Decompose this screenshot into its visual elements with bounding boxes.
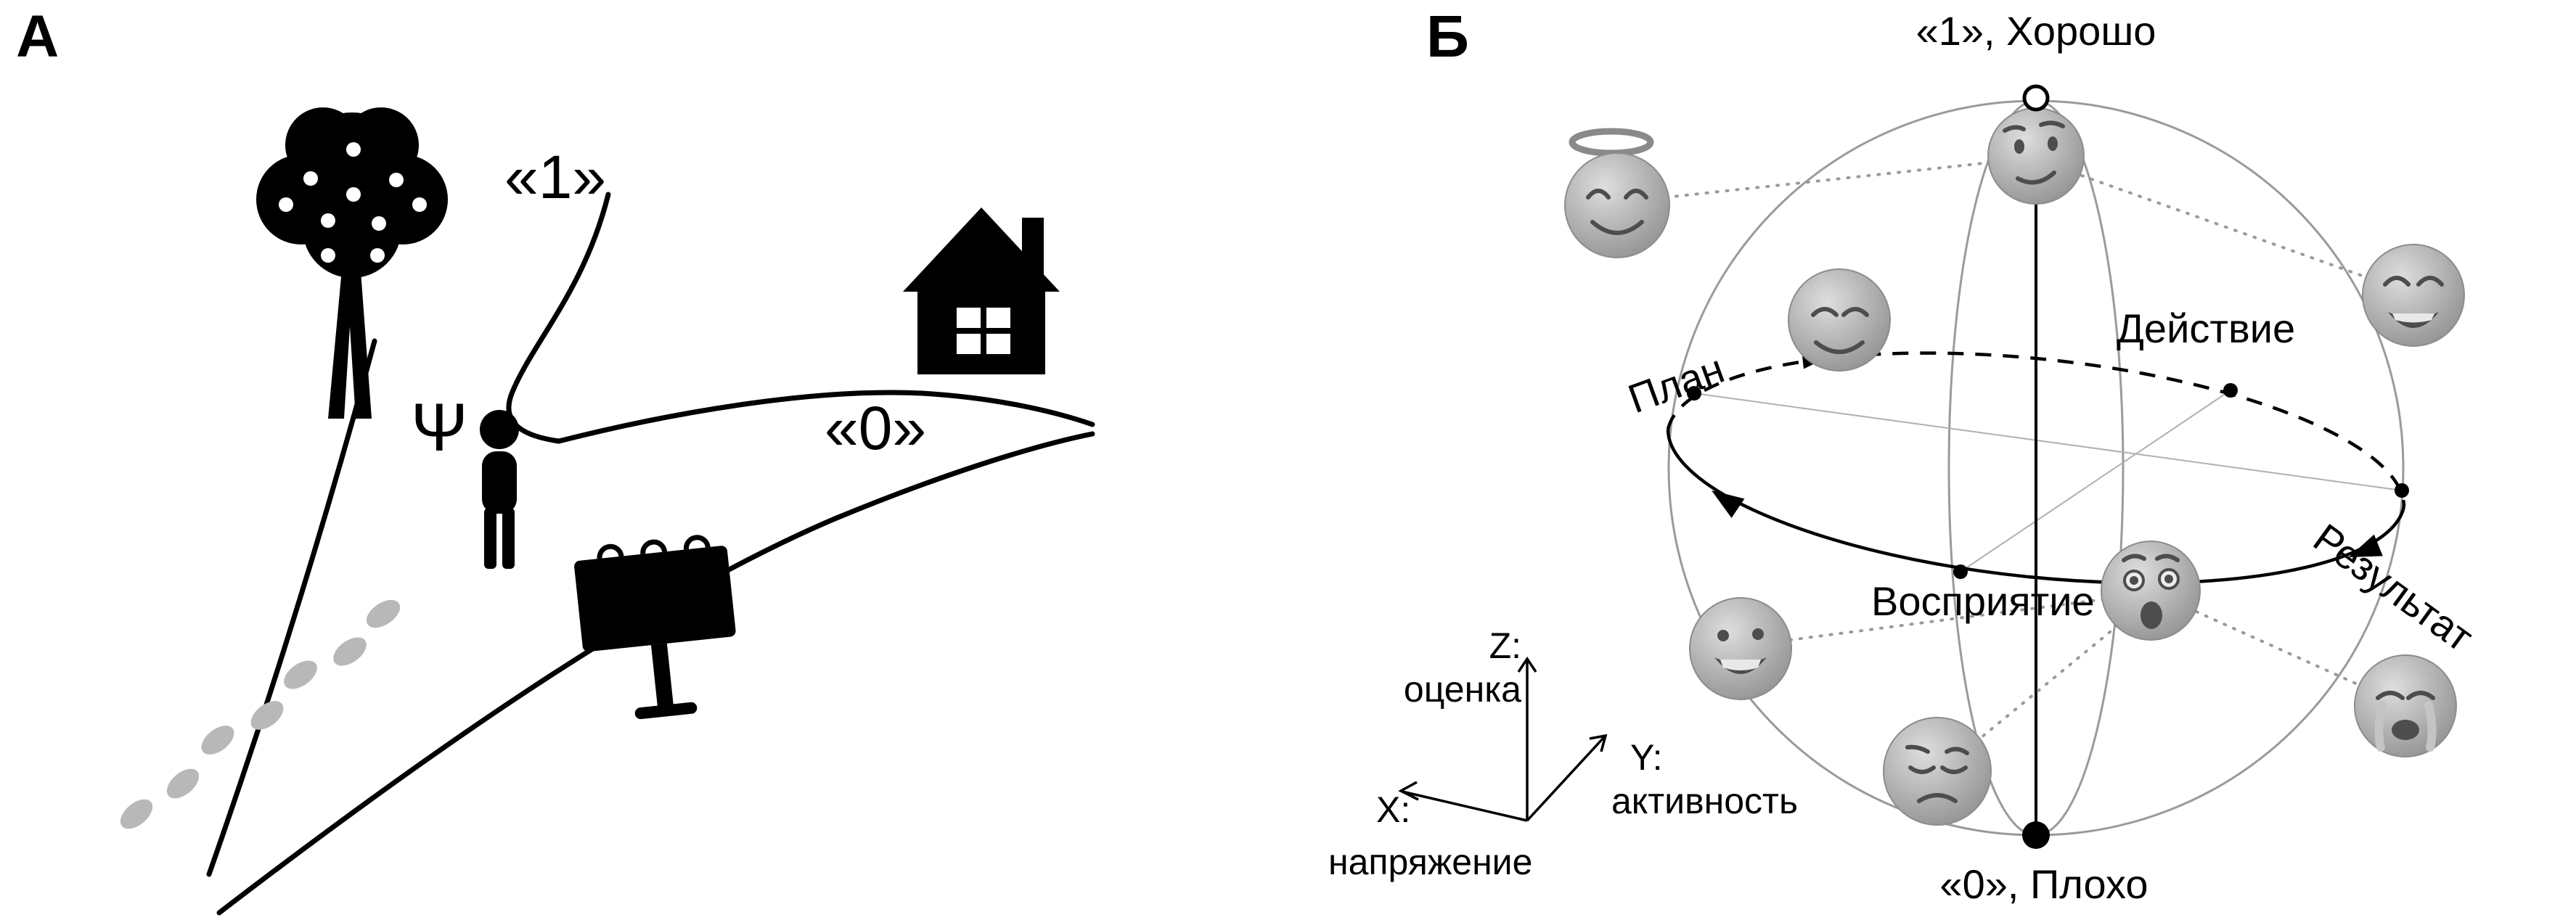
plan-dot	[1687, 386, 1701, 401]
y-axis-line	[1526, 736, 1606, 822]
branch-1-label: «1»	[504, 143, 607, 211]
pensive-sad-face-icon	[1883, 717, 1992, 826]
bad-pole-marker	[2022, 821, 2050, 849]
action-dot	[2223, 383, 2238, 398]
x-axis-arrowhead	[1398, 781, 1419, 801]
y-axis-name: Y:	[1630, 737, 1663, 778]
panel-b: Б «1», Хорошо «0», Плохо План Действие Р…	[1234, 0, 2576, 920]
psi-symbol: Ψ	[411, 389, 468, 465]
billboard-icon	[574, 535, 736, 720]
z-axis-desc: оценка	[1403, 669, 1521, 710]
equator-ellipse	[1666, 351, 2406, 585]
house-icon	[903, 208, 1060, 374]
panel-b-drawing	[1398, 84, 2465, 849]
panel-a-drawing	[120, 107, 1095, 916]
main-road-lower-edge	[216, 431, 1095, 916]
perception-dot	[1953, 564, 1968, 579]
person-icon	[480, 410, 519, 569]
astonished-face-icon	[2101, 541, 2201, 641]
perception-label: Восприятие	[1871, 578, 2095, 624]
road-0-label: «0»	[825, 394, 927, 462]
main-road-upper-edge	[556, 390, 1095, 444]
y-axis-arrowhead	[1589, 734, 1608, 752]
x-axis-desc: напряжение	[1328, 842, 1533, 882]
face-connectors	[1664, 161, 2368, 739]
good-pole-marker	[2022, 84, 2050, 112]
x-axis-line	[1402, 790, 1528, 822]
left-road-left-edge	[206, 338, 377, 877]
equator-dots	[1687, 383, 2409, 579]
grinning-face-icon	[1689, 597, 1792, 700]
halo-angel-face-icon	[1564, 128, 1670, 258]
z-axis-name: Z:	[1489, 625, 1521, 666]
faces	[1564, 107, 2465, 826]
loudly-crying-face-icon	[2354, 654, 2457, 757]
z-axis-label: Z: оценка	[1386, 624, 1521, 711]
good-pole-label: «1», Хорошо	[1915, 8, 2156, 54]
x-axis-name: X:	[1376, 789, 1411, 830]
bad-pole-label: «0», Плохо	[1939, 861, 2148, 907]
fork-road-edge	[506, 192, 611, 444]
y-axis-desc: активность	[1611, 781, 1799, 821]
panel-a-letter: А	[16, 4, 60, 70]
coordinate-axes	[1398, 656, 1608, 822]
result-dot	[2395, 483, 2409, 498]
equator-diagonals	[1693, 390, 2403, 572]
relieved-smiling-face-icon	[1788, 268, 1891, 371]
smirking-face-icon	[1987, 107, 2085, 205]
apple-tree-icon	[256, 107, 448, 419]
z-axis-arrowhead	[1517, 656, 1537, 673]
cycle-arrowheads	[1712, 345, 2383, 557]
panel-b-letter: Б	[1426, 4, 1469, 70]
y-axis-label: Y: активность	[1611, 736, 1798, 823]
panel-a: А «1» «0» Ψ	[0, 0, 1270, 920]
footprints-icon	[120, 599, 401, 829]
excited-laughing-face-icon	[2362, 244, 2465, 347]
action-label: Действие	[2117, 305, 2296, 351]
